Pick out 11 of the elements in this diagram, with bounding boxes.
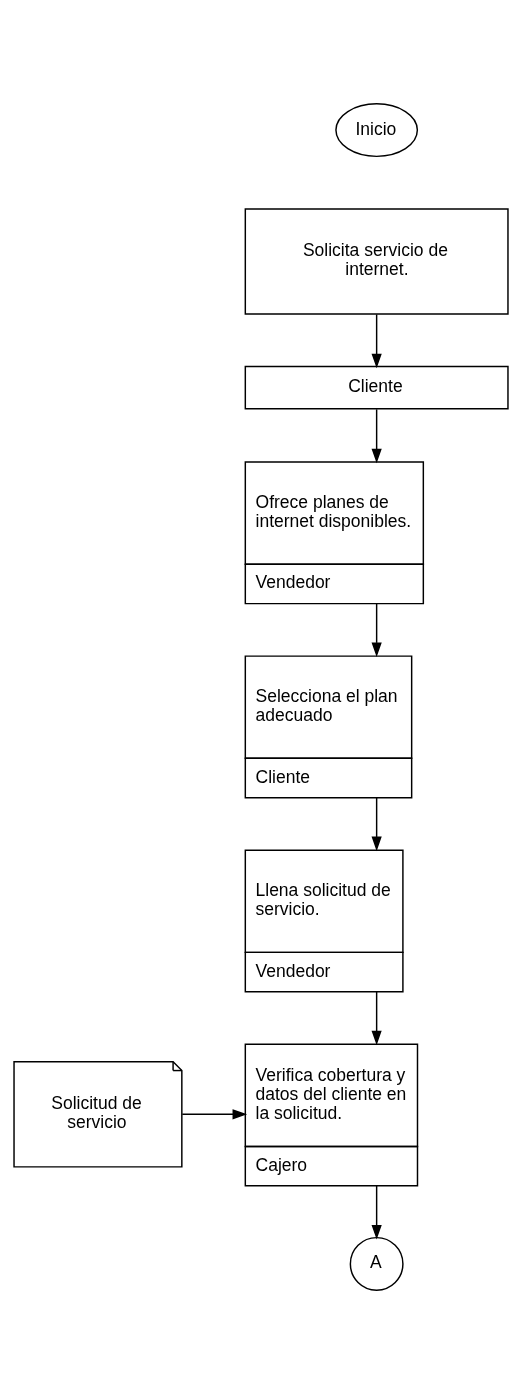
arrow [371,408,382,464]
arrow [371,1184,382,1240]
node-circle: A [349,1236,404,1291]
node-box: Cliente [244,365,509,410]
node-ellipse: Inicio [335,103,419,158]
arrow [181,1109,248,1120]
arrow [371,602,382,658]
arrow [371,796,382,852]
node-box: Solicita servicio de internet. [244,208,509,315]
arrow [371,313,382,369]
arrow [371,990,382,1046]
